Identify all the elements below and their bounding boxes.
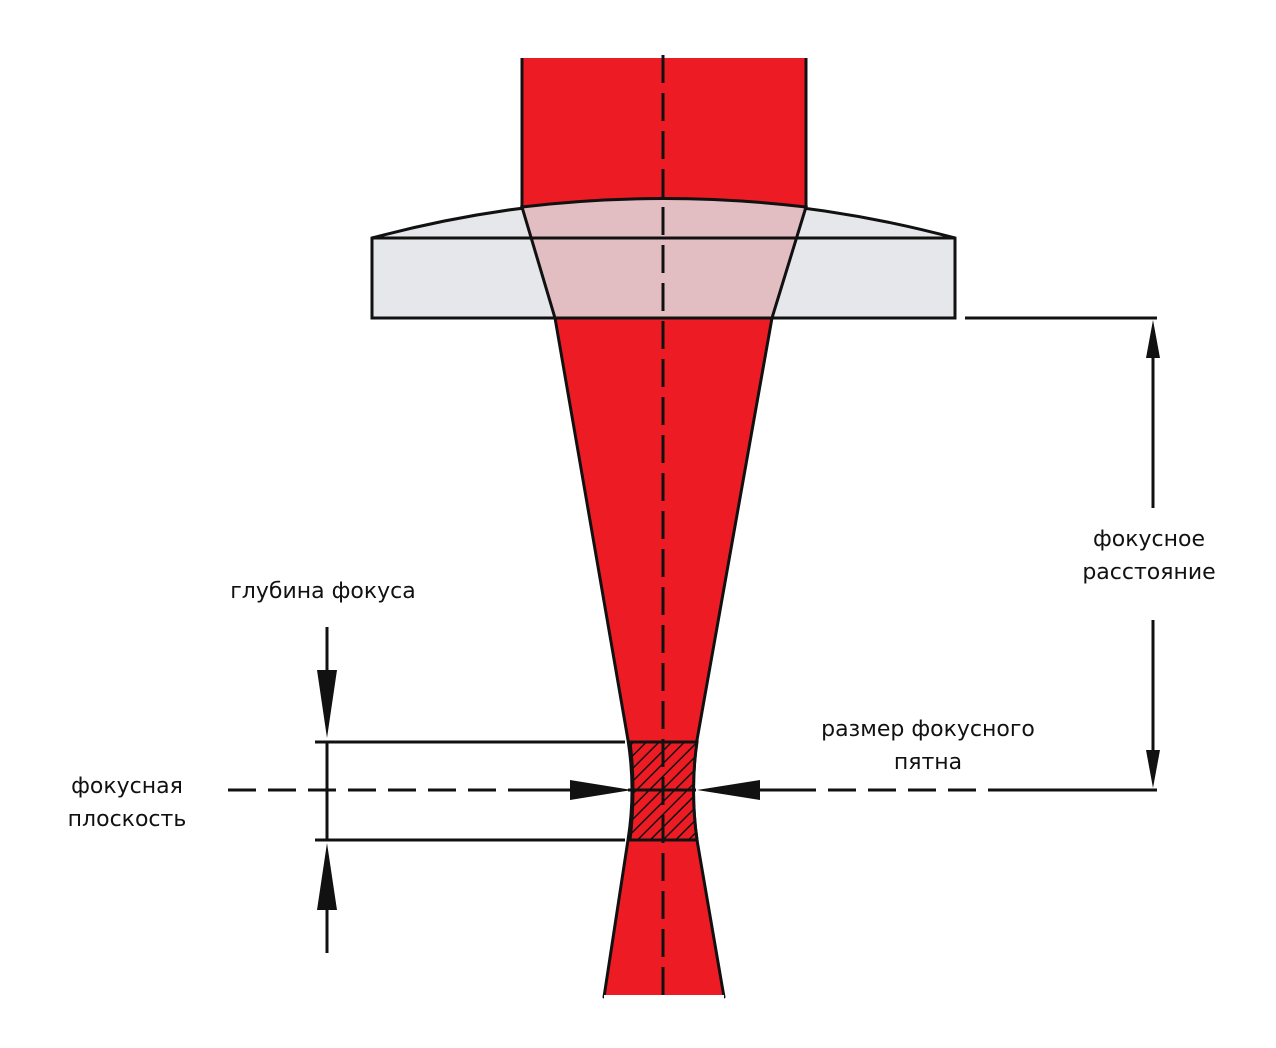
spot-size-label-1: размер фокусного	[821, 717, 1035, 742]
focal-length-label-1: фокусное	[1093, 527, 1205, 552]
spot-size-label-2: пятна	[894, 750, 962, 775]
arrow-right-icon	[570, 780, 632, 800]
focal-length-label-2: расстояние	[1082, 560, 1215, 585]
arrow-left-icon	[697, 780, 760, 800]
arrow-down-icon	[1146, 750, 1160, 788]
arrow-up-icon	[1146, 320, 1160, 358]
arrow-down-icon	[317, 670, 337, 738]
depth-of-focus-label: глубина фокуса	[230, 579, 416, 604]
focal-plane-label-1: фокусная	[71, 774, 183, 799]
arrow-up-icon	[317, 843, 337, 910]
focal-plane-label-2: плоскость	[68, 807, 187, 832]
